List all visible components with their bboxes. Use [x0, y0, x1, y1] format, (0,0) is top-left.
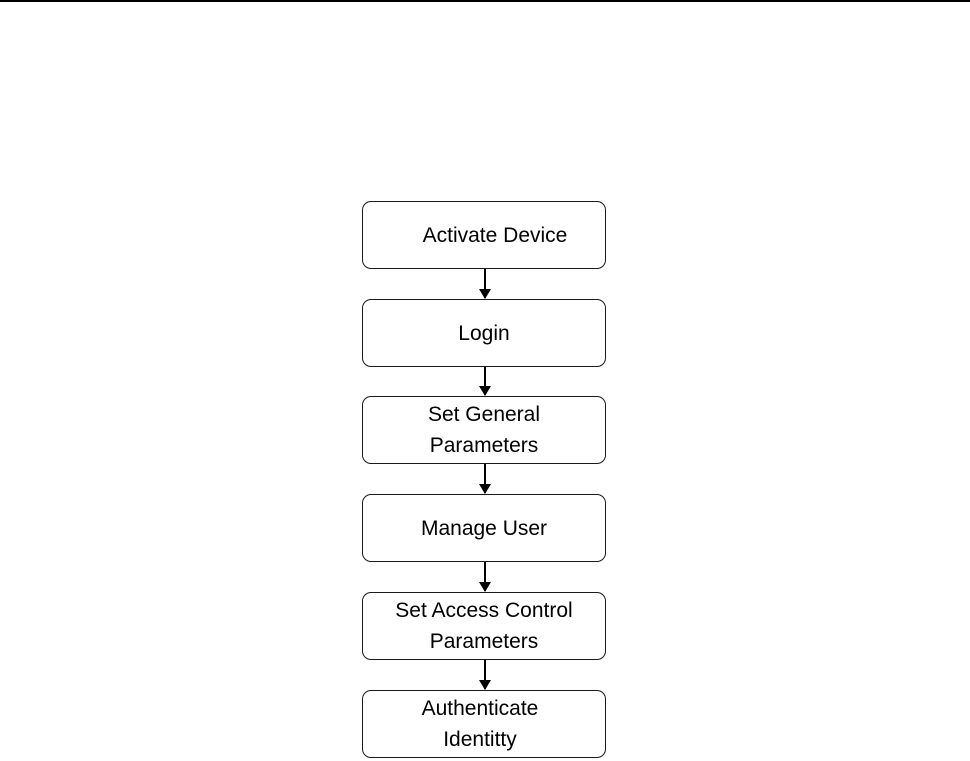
arrowhead-icon — [479, 680, 491, 690]
step-label: Set General Parameters — [420, 399, 548, 461]
arrowhead-icon — [479, 582, 491, 592]
arrow-login-to-general-parameters — [484, 367, 486, 395]
step-set-general-parameters: Set General Parameters — [362, 396, 606, 464]
arrowhead-icon — [479, 484, 491, 494]
step-set-access-control-parameters: Set Access Control Parameters — [362, 592, 606, 660]
step-label: Set Access Control Parameters — [387, 595, 580, 657]
arrowhead-icon — [479, 386, 491, 396]
step-label: Activate Device — [393, 220, 576, 251]
step-label: Manage User — [413, 513, 555, 544]
step-activate-device: Activate Device — [362, 201, 606, 269]
arrowhead-icon — [479, 289, 491, 299]
arrow-general-parameters-to-manage-user — [484, 464, 486, 493]
arrow-activate-to-login — [484, 269, 486, 298]
step-authenticate-identity: Authenticate Identitty — [362, 690, 606, 758]
arrow-access-control-to-authenticate — [484, 660, 486, 689]
arrow-manage-user-to-access-control — [484, 562, 486, 591]
step-manage-user: Manage User — [362, 494, 606, 562]
step-label: Authenticate Identitty — [422, 693, 547, 755]
step-login: Login — [362, 299, 606, 367]
step-label: Login — [450, 318, 517, 349]
